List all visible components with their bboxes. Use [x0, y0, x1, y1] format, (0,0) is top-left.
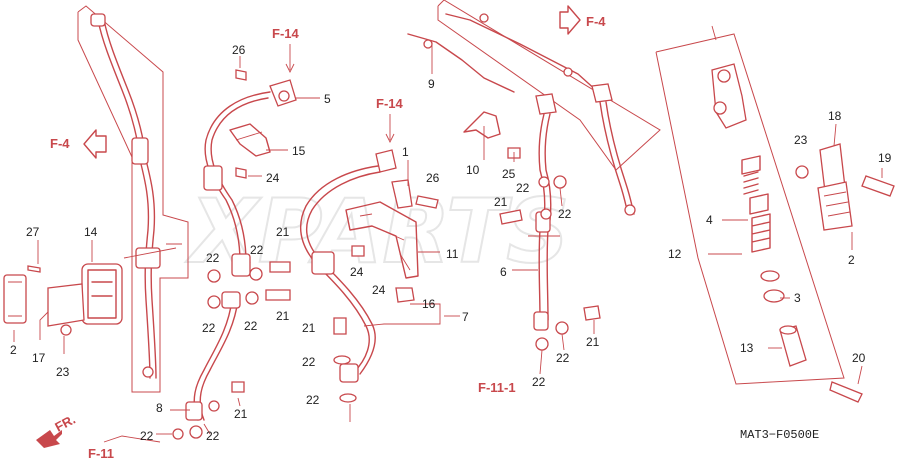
- outline-arrow-right-icon: [559, 5, 581, 35]
- front-arrow-icon: [36, 430, 62, 448]
- callout-1: 1: [402, 145, 409, 159]
- callout-22-b: 22: [558, 207, 572, 221]
- master-cylinder-assembly: [655, 25, 895, 403]
- callout-22-l: 22: [140, 429, 154, 443]
- outline-arrow-left-icon: [83, 129, 107, 159]
- callout-19: 19: [878, 151, 892, 165]
- leader-lines: [13, 44, 883, 443]
- callout-22-k: 22: [306, 393, 320, 407]
- callout-22-a: 22: [516, 181, 530, 195]
- callout-7: 7: [462, 310, 469, 324]
- callouts: 26 5 15 24 9 10 25 22 21 22 6 21 22 22 2…: [10, 43, 892, 443]
- callout-21-e: 21: [234, 407, 248, 421]
- center-right-line-assembly: [407, 0, 661, 351]
- ref-f4-right: F-4: [586, 14, 606, 29]
- callout-10: 10: [466, 163, 480, 177]
- left-hose-assembly: [3, 5, 189, 393]
- callout-23-b: 23: [794, 133, 808, 147]
- callout-11: 11: [446, 247, 459, 261]
- callout-14: 14: [84, 225, 98, 239]
- callout-12: 12: [668, 247, 682, 261]
- callout-20: 20: [852, 351, 866, 365]
- callout-4: 4: [706, 213, 713, 227]
- callout-26-a: 26: [232, 43, 246, 57]
- center-left-hose-assembly: [172, 69, 297, 440]
- callout-22-i: 22: [206, 429, 220, 443]
- callout-22-f: 22: [250, 243, 264, 257]
- callout-2-b: 2: [848, 253, 855, 267]
- ref-f14-b: F-14: [376, 96, 404, 111]
- ref-f14-a: F-14: [272, 26, 300, 41]
- callout-22-h: 22: [244, 319, 258, 333]
- callout-24-a: 24: [266, 171, 280, 185]
- part-code: MAT3−F0500E: [740, 428, 819, 442]
- callout-3: 3: [794, 291, 801, 305]
- callout-26-b: 26: [426, 171, 440, 185]
- pointer-arrow-f14-left: [285, 44, 295, 74]
- ref-f11-1: F-11-1: [478, 380, 516, 395]
- callout-15: 15: [292, 144, 306, 158]
- callout-21-c: 21: [276, 225, 290, 239]
- callout-18: 18: [828, 109, 842, 123]
- callout-21-d: 21: [276, 309, 290, 323]
- callout-21-b: 21: [586, 335, 600, 349]
- callout-13: 13: [740, 341, 754, 355]
- ref-f11: F-11: [88, 446, 114, 461]
- callout-22-c: 22: [556, 351, 570, 365]
- reference-labels: F-4 F-14 F-14 F-4 F-11 F-11-1 FR.: [50, 14, 606, 461]
- reference-arrows: [36, 5, 581, 448]
- callout-23-a: 23: [56, 365, 70, 379]
- callout-22-j: 22: [302, 355, 316, 369]
- callout-2-a: 2: [10, 343, 17, 357]
- callout-22-g: 22: [202, 321, 216, 335]
- ref-f4-left: F-4: [50, 136, 70, 151]
- callout-22-e: 22: [206, 251, 220, 265]
- callout-27: 27: [26, 225, 40, 239]
- ref-front: FR.: [52, 412, 78, 435]
- callout-22-d: 22: [532, 375, 546, 389]
- callout-16: 16: [422, 297, 436, 311]
- callout-25: 25: [502, 167, 516, 181]
- callout-9: 9: [428, 77, 435, 91]
- callout-8: 8: [156, 401, 163, 415]
- callout-5: 5: [324, 92, 331, 106]
- callout-21-f: 21: [302, 321, 316, 335]
- callout-24-c: 24: [372, 283, 386, 297]
- callout-17: 17: [32, 351, 46, 365]
- callout-6: 6: [500, 265, 507, 279]
- callout-21-a: 21: [494, 195, 508, 209]
- callout-24-b: 24: [350, 265, 364, 279]
- center-hose-assembly: [299, 149, 439, 422]
- pointer-arrow-f14-right: [385, 114, 395, 144]
